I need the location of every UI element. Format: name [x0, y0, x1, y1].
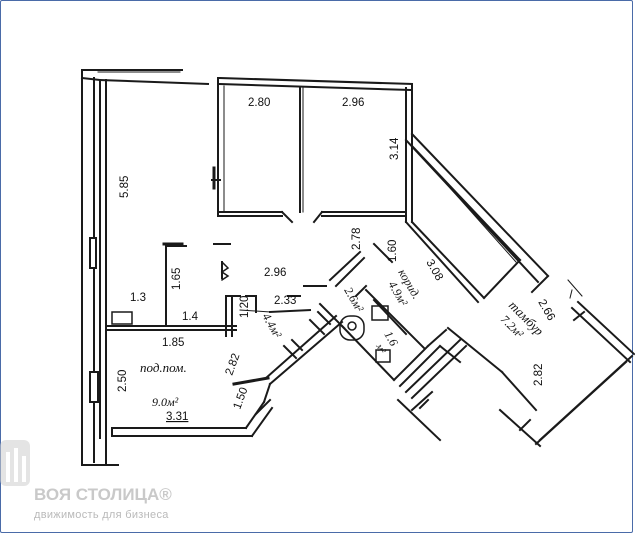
dim-2-96-mid: 2.96	[264, 267, 286, 279]
room-small-area: 4.4м²	[259, 311, 284, 341]
dim-2-33: 2.33	[274, 295, 296, 307]
room-podpom-area: 9.0м²	[152, 395, 179, 409]
dim-2-80: 2.80	[248, 97, 270, 109]
dim-5-85: 5.85	[119, 176, 131, 198]
watermark-logo	[0, 440, 30, 486]
room-wc-unit: м²	[373, 341, 388, 356]
dim-1-20: 1.20	[239, 296, 251, 318]
dim-2-82-left: 2.82	[224, 352, 243, 377]
watermark-tagline: движимость для бизнеса	[34, 509, 169, 521]
dim-1-65: 1.65	[171, 268, 183, 290]
dim-1-50: 1.50	[232, 386, 251, 411]
dim-3-14: 3.14	[389, 137, 401, 160]
dim-1-4: 1.4	[182, 311, 199, 323]
dim-2-50: 2.50	[117, 370, 129, 392]
top-rooms-walls	[211, 76, 414, 224]
dim-2-78: 2.78	[351, 228, 363, 250]
room-podpom-name: под.пом.	[140, 360, 187, 375]
left-outer-wall	[80, 69, 210, 466]
bottom-walls	[111, 382, 274, 438]
dim-2-96-top: 2.96	[342, 97, 364, 109]
watermark-brand: ВОЯ СТОЛИЦА®	[34, 485, 172, 504]
inner-left-walls	[105, 242, 344, 416]
room-wc-area: 1.6	[381, 329, 401, 349]
dim-1-85: 1.85	[162, 337, 184, 349]
dim-1-3: 1.3	[130, 292, 146, 304]
right-diagonal-wing	[404, 132, 550, 304]
dim-3-31: 3.31	[166, 411, 188, 423]
dim-1-60: 1.60	[387, 240, 399, 262]
tambur-walls	[446, 279, 635, 446]
central-corridor-walls	[303, 242, 542, 448]
dim-2-82-right: 2.82	[533, 364, 545, 386]
